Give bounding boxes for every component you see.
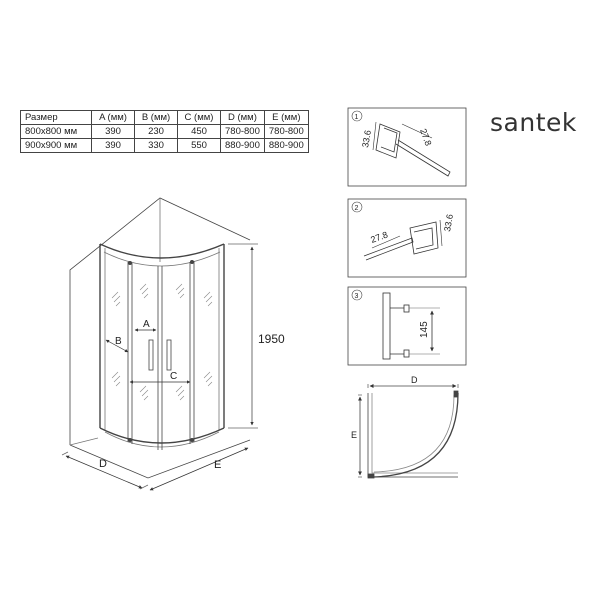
dimension-e-line xyxy=(149,447,249,491)
label-e: E xyxy=(214,459,221,471)
plan-walls xyxy=(367,393,458,478)
spec-cell: 330 xyxy=(134,138,178,153)
dimension-spec-table: Размер A (мм) B (мм) C (мм) D (мм) E (мм… xyxy=(20,110,309,153)
detail-3-dim-1: 145 xyxy=(419,321,430,338)
plan-label-e: E xyxy=(351,430,357,440)
dimension-d-line xyxy=(65,455,143,489)
detail-1-dim-2: 27.8 xyxy=(418,127,433,147)
handle-detail-drawing xyxy=(382,292,440,360)
detail-2-dim-2: 33.6 xyxy=(442,213,455,232)
spec-table-row: 900x900 мм 390 330 550 880-900 880-900 xyxy=(20,138,309,153)
detail-panel-3: 3 145 xyxy=(347,286,467,366)
detail-panel-1: 1 33.6 27.8 xyxy=(347,107,467,187)
detail-panel-2: 2 27.8 33.6 xyxy=(347,198,467,278)
shower-enclosure-drawing xyxy=(69,197,251,479)
profile-section-2 xyxy=(363,219,443,261)
dimension-b-line xyxy=(105,339,129,353)
plan-view-drawing xyxy=(358,384,459,479)
door-handle-left xyxy=(148,339,154,371)
label-c: C xyxy=(170,371,177,382)
spec-cell: 880-900 xyxy=(220,138,265,153)
spec-cell: 880-900 xyxy=(263,138,309,153)
detail-2-dim-1: 27.8 xyxy=(369,229,389,244)
spec-cell: 780-800 xyxy=(263,124,309,139)
plan-curved-rail xyxy=(371,392,459,478)
detail-number-2: 2 xyxy=(355,205,359,212)
door-handle-right xyxy=(166,339,172,371)
plan-label-d: D xyxy=(411,375,418,385)
label-a: A xyxy=(143,319,150,330)
detail-number-1: 1 xyxy=(355,114,359,121)
glass-reflections xyxy=(111,283,213,401)
brand-logo-text: santek xyxy=(490,108,577,137)
height-label: 1950 xyxy=(258,332,285,346)
main-dimension-lines xyxy=(61,243,258,491)
profile-section-1 xyxy=(372,121,451,177)
back-wall-outline xyxy=(69,197,251,445)
label-b: B xyxy=(115,336,122,347)
spec-cell: 550 xyxy=(177,138,221,153)
detail-1-dim-1: 33.6 xyxy=(360,129,373,148)
bottom-curved-rail xyxy=(99,427,225,444)
label-d: D xyxy=(99,458,107,470)
top-curved-rail xyxy=(99,243,225,259)
detail-number-3: 3 xyxy=(355,293,359,300)
